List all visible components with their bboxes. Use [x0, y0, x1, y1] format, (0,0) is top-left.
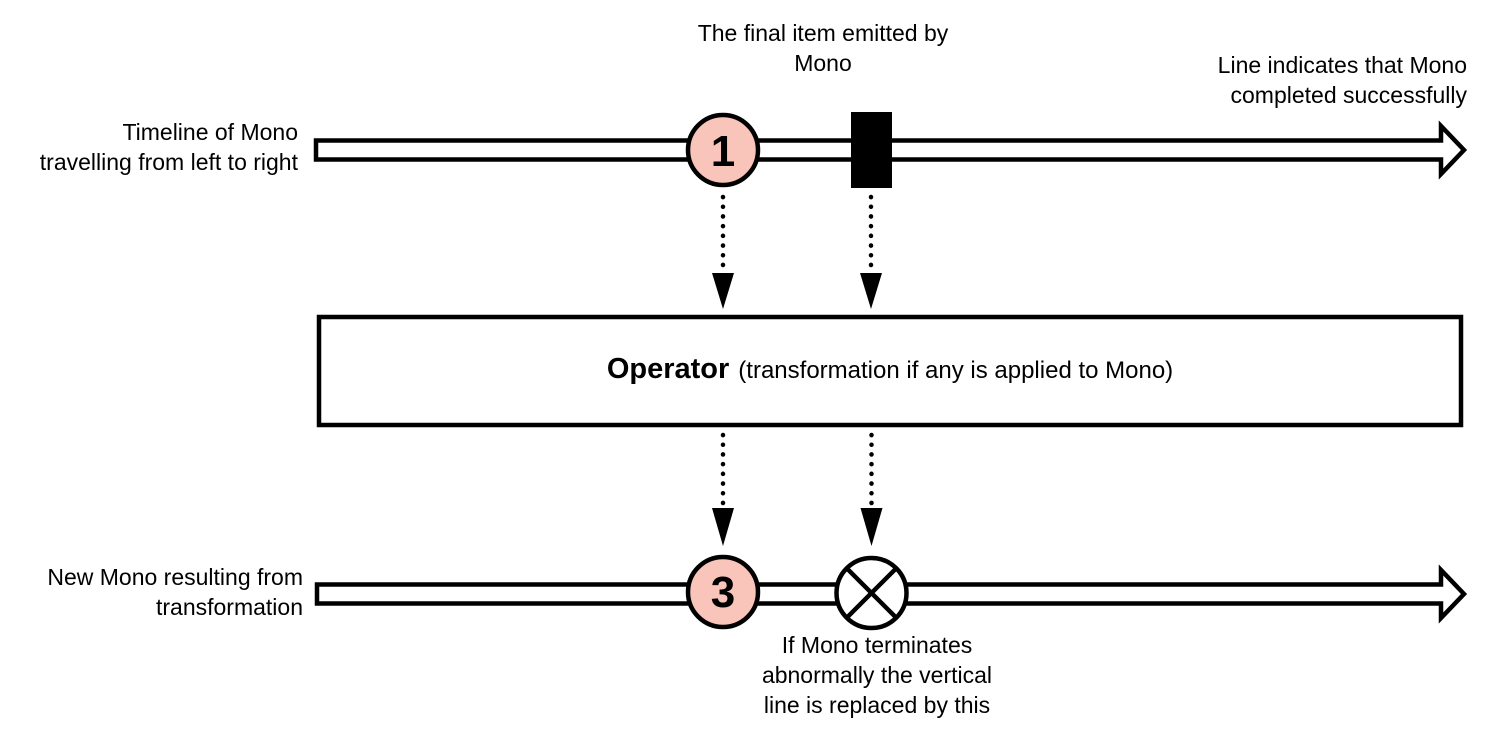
annotation-final-item: The final item emitted by Mono	[623, 18, 1023, 78]
annotation-completed-line1: Line indicates that Mono	[1217, 52, 1467, 78]
annotation-error: If Mono terminates abnormally the vertic…	[677, 630, 1077, 720]
dotted-arrow-result-error	[860, 432, 883, 546]
operator-box	[316, 314, 1464, 428]
annotation-final-item-line2: Mono	[794, 50, 852, 76]
source-marble-value: 1	[711, 127, 735, 176]
result-marble-value: 3	[711, 568, 735, 617]
source-marble	[685, 112, 761, 188]
dotted-arrow-source-complete	[860, 194, 882, 309]
timeline-result-label: New Mono resulting from transformation	[0, 562, 303, 622]
annotation-error-line1: If Mono terminates	[781, 632, 973, 658]
annotation-final-item-line1: The final item emitted by	[697, 20, 949, 46]
timeline-source-label: Timeline of Mono travelling from left to…	[0, 117, 298, 177]
dotted-arrow-source-item	[712, 194, 734, 309]
timeline-source-label-line1: Timeline of Mono	[122, 119, 298, 145]
annotation-completed: Line indicates that Mono completed succe…	[1100, 50, 1467, 110]
dotted-arrow-result-item	[712, 432, 734, 546]
operator-title: Operator	[606, 353, 730, 385]
annotation-error-line3: line is replaced by this	[763, 692, 991, 718]
operator-subtitle: (transformation if any is applied to Mon…	[738, 357, 1174, 384]
completion-line	[851, 112, 892, 188]
result-marble	[685, 554, 761, 630]
annotation-completed-line2: completed successfully	[1230, 82, 1468, 108]
timeline-source-label-line2: travelling from left to right	[39, 149, 298, 175]
timeline-result-label-line2: transformation	[155, 594, 303, 620]
timeline-result-label-line1: New Mono resulting from	[47, 564, 303, 590]
error-icon	[834, 555, 909, 631]
operator-label: Operator (transformation if any is applie…	[319, 317, 1461, 425]
annotation-error-line2: abnormally the vertical	[761, 662, 993, 688]
